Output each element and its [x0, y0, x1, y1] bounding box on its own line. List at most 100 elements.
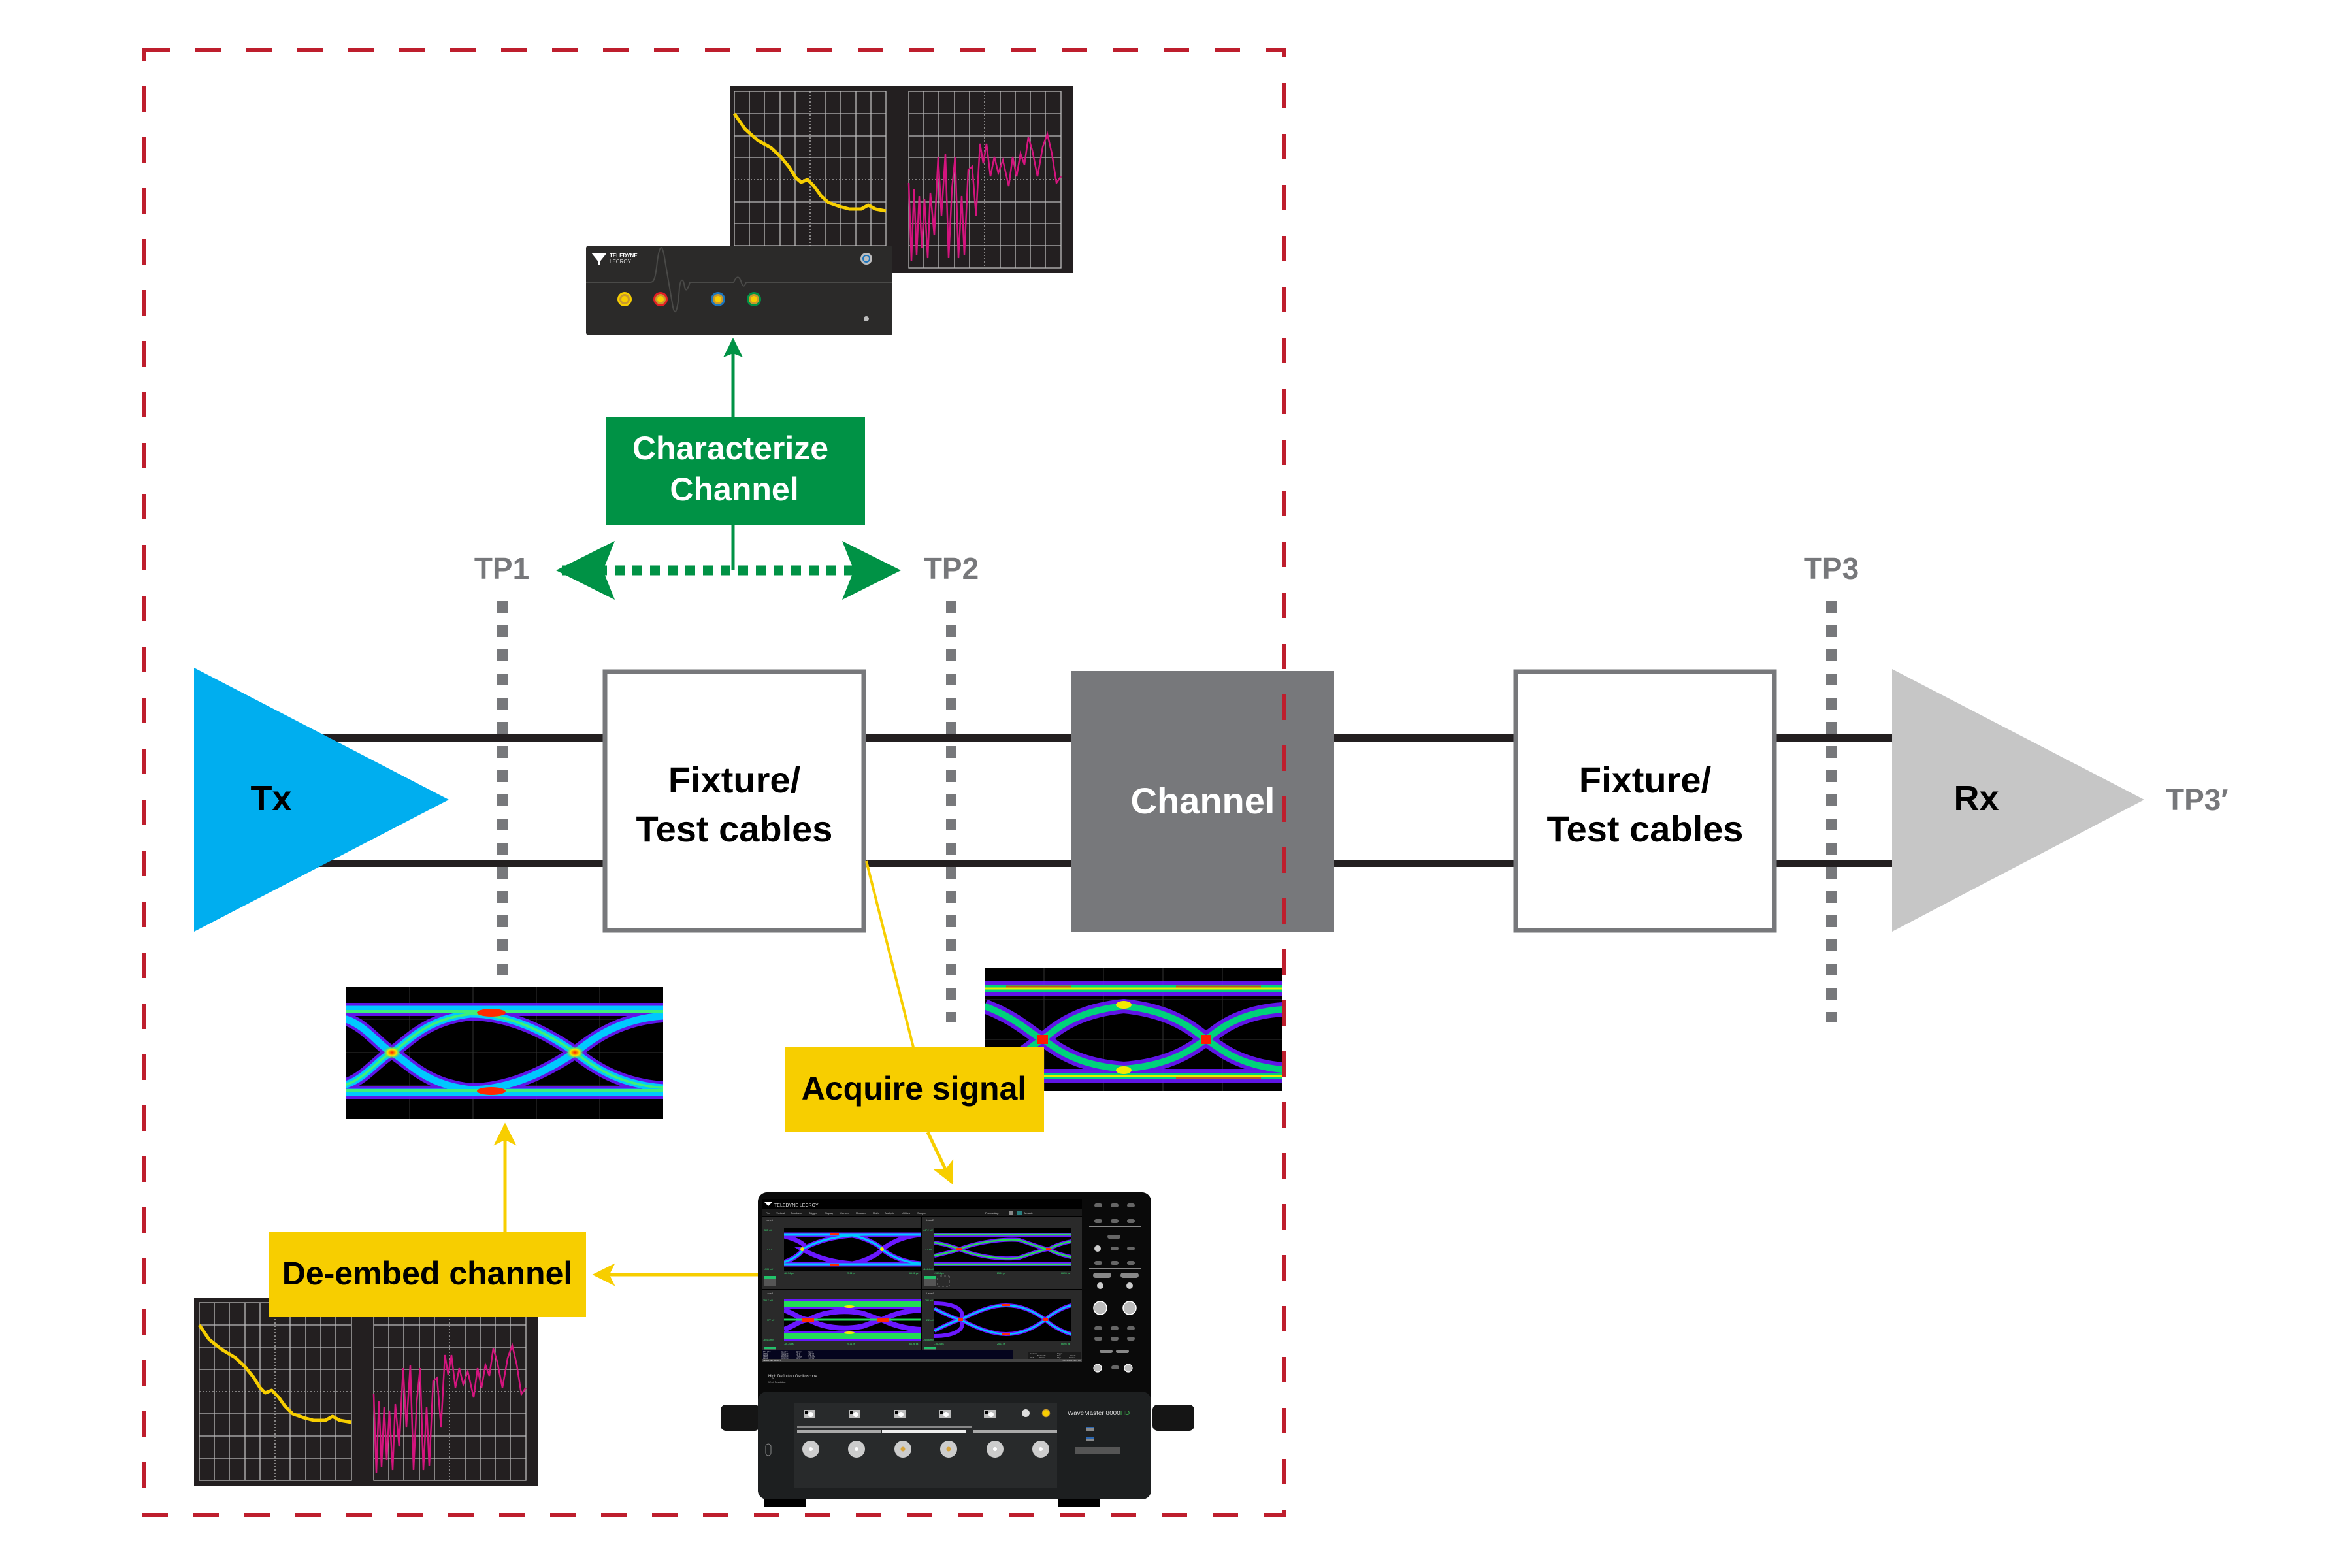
scope-expansion-connector[interactable]	[1075, 1447, 1120, 1454]
scope-menu-support[interactable]: Support	[917, 1211, 927, 1215]
lane4-y-top: 292 mV	[925, 1299, 934, 1302]
vna-brand-line2: LECROY	[610, 259, 632, 265]
timebase-label[interactable]: Timebase	[1030, 1352, 1037, 1355]
scope-product-subtitle: 12-bit Resolution	[768, 1381, 785, 1384]
scope-power-button[interactable]	[765, 1443, 772, 1456]
scope-button[interactable]	[1111, 1261, 1119, 1265]
lane3-param-header	[764, 1347, 776, 1349]
lane2-tab[interactable]: Lane2	[926, 1218, 934, 1222]
scope-menu-math[interactable]: Math	[873, 1211, 879, 1215]
scope-button[interactable]	[1111, 1203, 1119, 1207]
scope-button[interactable]	[1111, 1219, 1119, 1223]
scope-button[interactable]	[1094, 1203, 1102, 1207]
jitter-cell: 16.748 ps	[781, 1354, 789, 1356]
scope-probe-input-2[interactable]	[849, 1410, 860, 1418]
scope-button[interactable]	[1094, 1261, 1102, 1265]
scope-probe-input-3[interactable]	[894, 1410, 906, 1418]
scope-button[interactable]	[1127, 1261, 1135, 1265]
scope-large-knob[interactable]	[1122, 1301, 1137, 1315]
scope-timestamp: 6/30/2021 2:09:01 PM	[1062, 1359, 1081, 1362]
scope-menu-display[interactable]: Display	[825, 1211, 833, 1215]
rx-block: Rx	[1892, 669, 2144, 932]
scope-button[interactable]	[1111, 1326, 1119, 1330]
scope-probe-input-4[interactable]	[939, 1410, 951, 1418]
lane1-x-right: 66.96 ps	[909, 1272, 919, 1275]
fixture-block-2: Fixture/ Test cables	[1513, 669, 1777, 933]
tx-triangle	[194, 668, 449, 932]
scope-input-panel: WaveMaster 8000HD	[758, 1392, 1151, 1499]
tp3-label: TP3	[1804, 551, 1859, 585]
scope-usb-port[interactable]	[1086, 1427, 1094, 1431]
scope-button[interactable]	[1107, 1235, 1120, 1239]
scope-menu-utilities[interactable]: Utilities	[902, 1211, 910, 1215]
scope-layout-mosaic[interactable]: Mosaic	[1024, 1211, 1033, 1215]
jitter-cell: 16.101 ps	[781, 1352, 789, 1355]
scope-knob[interactable]	[1124, 1364, 1133, 1373]
scope-menu-cursors[interactable]: Cursors	[840, 1211, 849, 1215]
scope-button[interactable]	[1094, 1326, 1102, 1330]
scope-usb-port[interactable]	[1086, 1437, 1094, 1441]
jitter-row-lane3: Lane3	[763, 1356, 768, 1358]
scope-menu-vertical[interactable]: Vertical	[776, 1211, 785, 1215]
scope-button[interactable]	[1120, 1273, 1139, 1278]
trigger-label[interactable]: Trigger	[1057, 1352, 1062, 1355]
lane4-x-mid: 25.11 ps	[997, 1343, 1005, 1345]
scope-button[interactable]	[1094, 1219, 1102, 1223]
scope-menu-file[interactable]: File	[766, 1211, 770, 1215]
scope-button[interactable]	[1100, 1350, 1113, 1353]
scope-button[interactable]	[1127, 1219, 1135, 1223]
scope-probe-input-5[interactable]	[984, 1410, 996, 1418]
lane4-y-bot: -285.6 mV	[923, 1339, 934, 1341]
fixture-2-label-line1: Fixture/	[1579, 759, 1712, 800]
scope-aux-input[interactable]	[1022, 1409, 1030, 1417]
scope-button[interactable]	[1093, 1273, 1111, 1278]
lane2-x-right: 66.96 ps	[1061, 1272, 1070, 1275]
scope-button[interactable]	[1127, 1326, 1135, 1330]
eye-diagram-tp1	[346, 987, 663, 1119]
scope-knob[interactable]	[1097, 1282, 1103, 1289]
scope-button[interactable]	[1127, 1247, 1135, 1250]
scope-menu-trigger[interactable]: Trigger	[809, 1211, 817, 1215]
scope-menu-analysis[interactable]: Analysis	[885, 1211, 894, 1215]
scope-probe-input-1[interactable]	[804, 1410, 815, 1418]
lane1-tab[interactable]: Lane1	[766, 1218, 774, 1222]
characterize-label-line1: Characterize	[632, 430, 828, 466]
scope-button[interactable]	[1127, 1337, 1135, 1341]
lane4-y-mid: 2.2 mV	[926, 1319, 934, 1322]
trigger-type: Edge	[1057, 1356, 1062, 1359]
vna-insertion-loss-trace	[732, 112, 887, 213]
deembed-channel-label-box	[269, 1232, 586, 1317]
scope-cal-output[interactable]	[1041, 1409, 1051, 1418]
scope-button[interactable]	[1116, 1350, 1129, 1353]
scope-button[interactable]	[1094, 1337, 1102, 1341]
scope-menu-measure[interactable]: Measure	[856, 1211, 866, 1215]
jitter-row-lane2: Lane2	[763, 1354, 768, 1356]
scope-menu-timebase[interactable]: Timebase	[791, 1211, 802, 1215]
scope-knob[interactable]	[1093, 1364, 1102, 1373]
lane2-y-mid: 1.4 mV	[925, 1249, 933, 1251]
scope-knob[interactable]	[1094, 1245, 1101, 1252]
vna-power-button-icon	[860, 253, 872, 265]
characterize-label-line2: Channel	[670, 471, 798, 508]
deembed-channel-label: De-embed channel	[282, 1255, 573, 1292]
scope-pause-button[interactable]	[1009, 1211, 1013, 1215]
scope-button[interactable]	[1111, 1247, 1119, 1250]
characterize-channel-step: Characterize Channel	[556, 338, 901, 600]
lane2-add-param-button[interactable]	[937, 1275, 950, 1287]
lane3-tab[interactable]: Lane3	[766, 1292, 774, 1295]
scope-button[interactable]	[1127, 1203, 1135, 1207]
scope-button[interactable]	[1111, 1337, 1119, 1341]
scope-jitter-table: SDA Jitter Tj(1e-12) Rj(rms) Dj(rms) Lan…	[762, 1350, 1081, 1360]
lane4-x-left: -16.74 ps	[934, 1343, 944, 1345]
fixture-1-label-line2: Test cables	[636, 808, 833, 849]
vna-sparam-display	[730, 86, 1073, 273]
jitter-cell: 38.618 ps	[781, 1356, 789, 1358]
scope-layout-grid-icon[interactable]	[1017, 1211, 1022, 1215]
scope-knob[interactable]	[1126, 1282, 1133, 1289]
scope-large-knob[interactable]	[1093, 1301, 1107, 1315]
fixture-1-label-line1: Fixture/	[668, 759, 801, 800]
scope-button[interactable]	[1111, 1365, 1119, 1369]
tp1-label: TP1	[474, 551, 529, 585]
lane4-tab[interactable]: Lane4	[926, 1292, 934, 1295]
